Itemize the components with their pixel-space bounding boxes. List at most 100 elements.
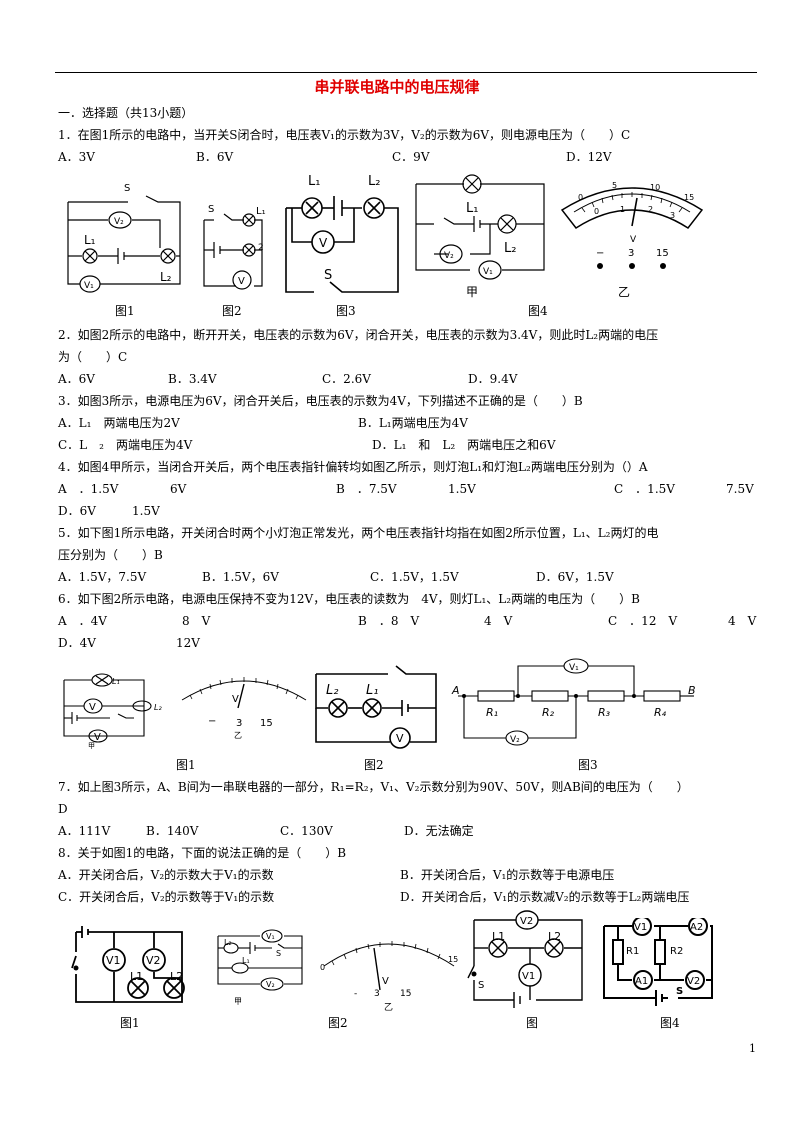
meter-tick-15: 15 [684,193,694,202]
q8-option-d: D．开关闭合后，V₁的示数减V₂的示数等于L₂两端电压 [400,890,690,904]
q2-option-d: D．9.4V [468,372,518,386]
q7-option-b: B．140V [146,824,199,838]
r2-meter-yi: 乙 [234,731,242,740]
r2f2-l1-label: L₁ [366,683,378,698]
r3f2-s-label: S [276,949,281,958]
q2-stem-line1: 2．如图2所示的电路中，断开开关，电压表的示数为6V，闭合开关，电压表的示数为3… [58,328,659,342]
r3-meter-3: 3 [374,989,380,999]
row1-caption-fig2: 图2 [222,304,242,318]
r3f4-a2-label: A2 [690,922,703,933]
fig3-l2-label: L₂ [368,174,380,189]
fig1-v1-label: V₁ [84,281,94,291]
q1-option-d: D．12V [566,150,612,164]
fig3-v-label: V [319,236,328,250]
row3-figure3-circuit: V2 L1 L2 V1 S [467,910,583,1008]
r3f4-r2-label: R2 [670,946,683,957]
r2f1-v-label-top: V [89,702,96,713]
r3-meter-yi: 乙 [384,1002,393,1013]
fig2-s-label: S [208,204,214,215]
q6-option-b-1: B ．8 V [358,614,420,628]
fig2-v-label: V [238,276,245,287]
meter-tick-1: 1 [620,205,625,214]
meter-tick-2: 2 [648,205,653,214]
q4-stem: 4．如图4甲所示，当闭合开关后，两个电压表指针偏转均如图乙所示，则灯泡L₁和灯泡… [58,460,648,474]
q8-option-c: C．开关闭合后，V₂的示数等于V₁的示数 [58,890,275,904]
r3f2-l2-label: L₂ [224,938,232,947]
r2f3-b-label: B [688,684,696,697]
q6-option-b-2: 4 V [484,614,513,628]
q5-option-a: A．1.5V，7.5V [58,570,147,584]
r2f1-jia-label: 甲 [88,742,95,750]
row1-caption-fig4: 图4 [528,304,548,318]
fig2-l2-label: 2 [258,243,264,253]
q7-stem-line2: D [58,802,68,816]
q4-option-a-1: A ．1.5V [58,482,119,496]
meter-terminal-3: 3 [628,248,634,259]
q5-stem-line2: 压分别为（ ）B [58,548,163,562]
r3f1-v2-label: V2 [146,954,161,967]
r3f3-s-label: S [478,980,484,991]
row3-caption-fig4: 图4 [660,1016,680,1030]
q1-stem: 1．在图1所示的电路中，当开关S闭合时，电压表V₁的示数为3V，V₂的示数为6V… [58,128,631,142]
r2f3-a-label: A [451,684,460,697]
r2f3-r4-label: R₄ [654,706,667,719]
q6-option-d-1: D．4V [58,636,96,650]
r2f2-l2-label: L₂ [326,683,338,698]
fig3-s-label: S [324,268,332,283]
meter-terminal-15: 15 [656,248,669,259]
q3-option-c: C．L ₂ 两端电压为4V [58,438,193,452]
r3-meter-v-label: V [382,976,389,987]
section-heading: 一．选择题（共13小题） [58,106,194,120]
row2-figure1-yi-voltmeter: V − 3 15 乙 [181,677,307,740]
r2f1-v-label-bottom: V [94,732,101,743]
q4-option-b-2: 1.5V [448,482,476,496]
r3f3-l2-label: L2 [548,930,561,943]
r3f3-l1-label: L1 [492,930,505,943]
q8-option-a: A．开关闭合后，V₂的示数大于V₁的示数 [58,868,274,882]
r3f1-l1-label: L1 [130,970,143,983]
q6-option-d-2: 12V [176,636,200,650]
q5-stem-line1: 5．如下图1所示电路，开关闭合时两个小灯泡正常发光，两个电压表指针均指在如图2所… [58,526,659,540]
q4-option-d-1: D．6V [58,504,96,518]
q1-option-a: A．3V [58,150,95,164]
r2-meter-v-label: V [232,694,239,705]
fig4-l2-label: L₂ [504,241,516,256]
row2-figure1-circuit: L₁ V L₂ V 甲 [63,673,162,750]
row1-figure3-circuit: L₁ L₂ V S [285,174,399,293]
fig3-l1-label: L₁ [308,174,320,189]
r3f2-l1-label: L₁ [242,956,250,965]
q3-option-d: D．L₁ 和 L₂ 两端电压之和6V [372,438,556,452]
q2-option-b: B．3.4V [168,372,217,386]
row1-figure4-yi-voltmeter: 0 5 10 15 0 1 2 3 V − 3 15 [560,181,704,269]
row1-caption-fig3: 图3 [336,304,356,318]
fig1-s-label: S [124,183,130,194]
r3-meter-minus: - [354,989,357,999]
row1-figure4-jia-circuit: L₁ L₂ V₂ V₁ [415,174,545,280]
meter-terminal-minus: − [596,248,604,259]
q5-option-d: D．6V，1.5V [536,570,614,584]
row2-caption-fig1: 图1 [176,758,196,772]
row1-caption-yi: 乙 [618,285,631,299]
r2-meter-minus: − [208,716,216,727]
fig4-l1-label: L₁ [466,201,478,216]
meter-tick-5: 5 [612,181,617,190]
q6-option-a-1: A ．4V [58,614,107,628]
row3-figure2-yi-voltmeter: 0 15 V - 3 15 乙 [320,941,458,1013]
q7-stem-line1: 7．如上图3所示，A、B间为一串联电器的一部分，R₁=R₂，V₁、V₂示数分别为… [58,780,689,794]
r2-meter-3: 3 [236,718,242,729]
r2f1-l1-label: L₁ [112,677,120,686]
q4-option-d-2: 1.5V [132,504,160,518]
q5-option-b: B．1.5V，6V [202,570,279,584]
row3-figure2-jia-circuit: V₁ L₂ L₁ S V₂ 甲 [217,929,303,1006]
r2-meter-15: 15 [260,718,273,729]
r2f3-v1-label: V₁ [569,663,579,673]
r2f3-r2-label: R₂ [542,706,555,719]
meter-tick-0: 0 [578,193,583,202]
q4-option-a-2: 6V [170,482,187,496]
row3-caption-fig2: 图2 [328,1016,348,1030]
row2-caption-fig3: 图3 [578,758,598,772]
q7-option-a: A．111V [58,824,111,838]
q6-option-c-2: 4 V [728,614,757,628]
row3-figure4-circuit: V1 A2 R1 R2 A1 V2 S [603,918,713,1006]
meter-tick-inner-0: 0 [594,207,599,216]
